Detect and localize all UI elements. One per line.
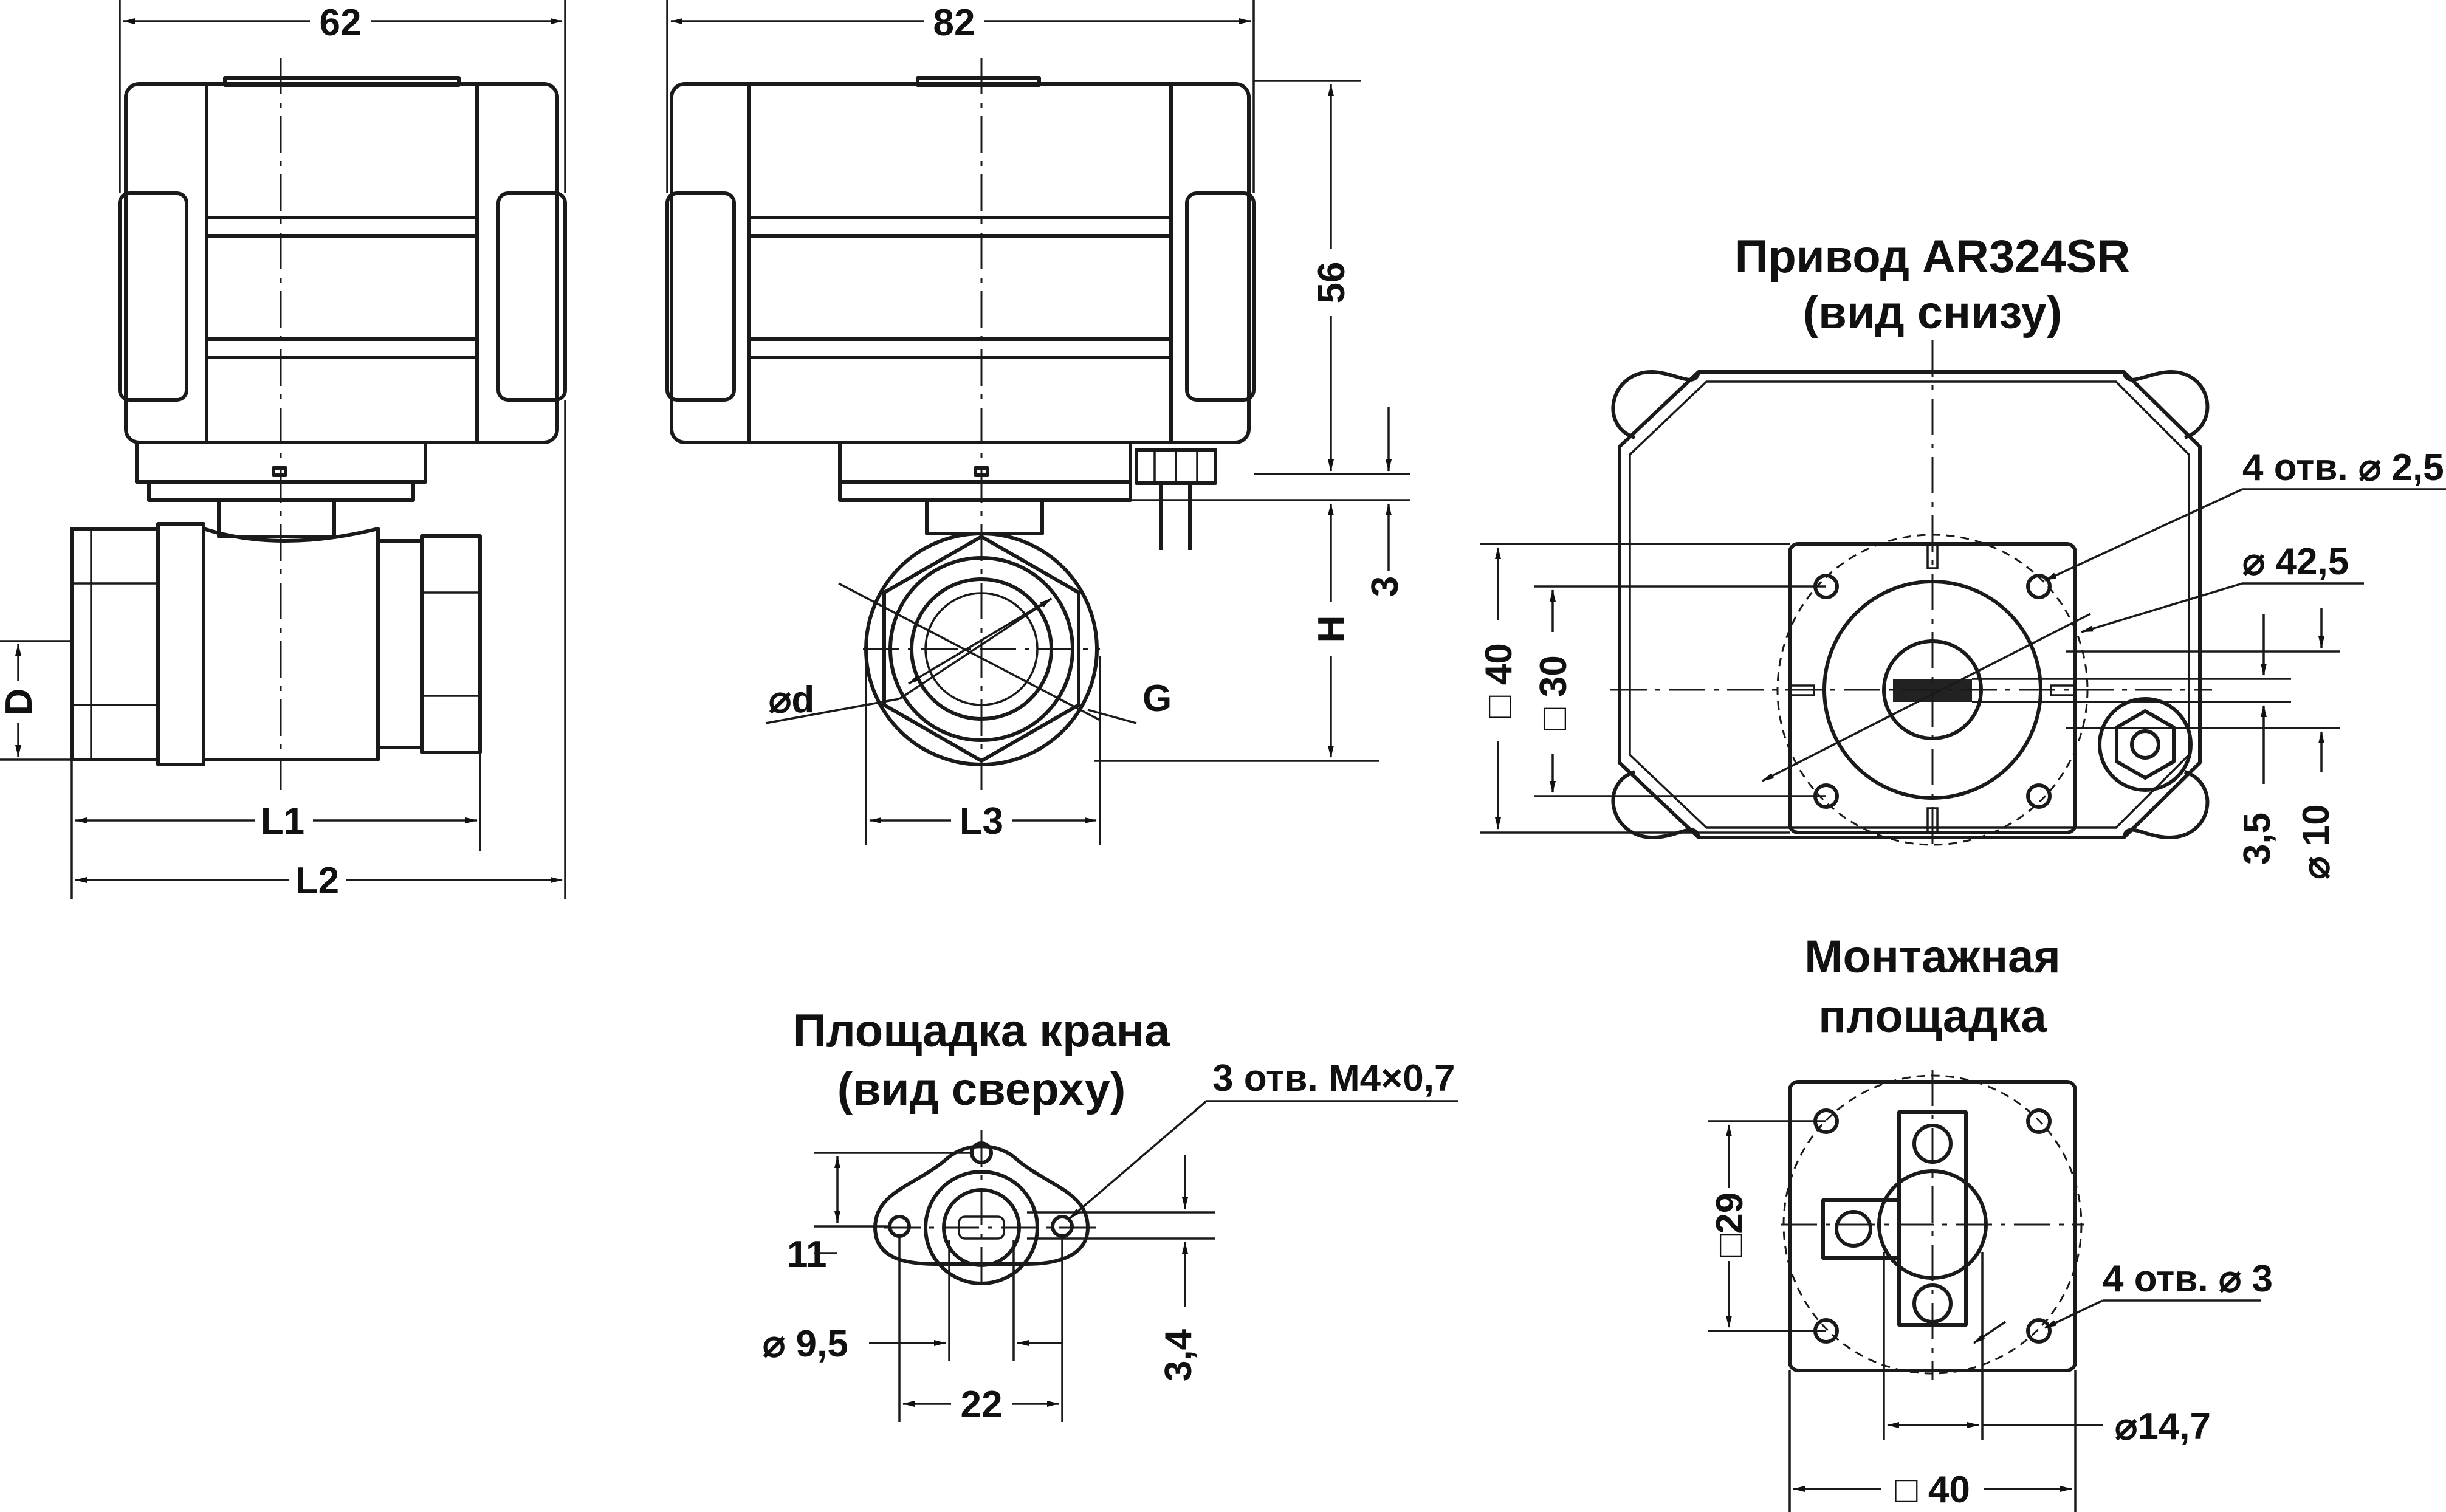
title-mount-pad-2: площадка bbox=[1818, 991, 2047, 1042]
dim-L2: L2 bbox=[295, 860, 339, 902]
side-view: ⌀d G 82 56 3 H L3 bbox=[665, 0, 1410, 845]
dim-3-5: 3,5 bbox=[2236, 813, 2278, 865]
dim-62: 62 bbox=[320, 2, 362, 44]
mounting-pad-view: Монтажная площадка □29 4 отв. ⌀ 3 ⌀14,7 bbox=[1708, 931, 2273, 1512]
dim-L3: L3 bbox=[960, 800, 1003, 842]
dim-D: D bbox=[0, 689, 40, 716]
actuator-bottom-view: Привод AR324SR (вид снизу) bbox=[1478, 231, 2446, 879]
valve-pad-view: Площадка крана (вид сверху) 3 отв. M4×0,… bbox=[763, 1005, 1458, 1426]
title-mount-pad-1: Монтажная bbox=[1804, 931, 2061, 983]
title-actuator-1: Привод AR324SR bbox=[1735, 231, 2130, 283]
dim-H: H bbox=[1311, 616, 1353, 643]
title-valve-pad-1: Площадка крана bbox=[793, 1005, 1170, 1057]
dim-dia-9-5: ⌀ 9,5 bbox=[763, 1323, 848, 1365]
dim-dia-10: ⌀ 10 bbox=[2295, 804, 2337, 879]
dim-sq30: □ 30 bbox=[1533, 655, 1575, 730]
dim-sq40-mount: □ 40 bbox=[1895, 1469, 1970, 1511]
label-holes-2-5: 4 отв. ⌀ 2,5 bbox=[2242, 447, 2444, 489]
dim-sq40: □ 40 bbox=[1478, 643, 1520, 718]
label-holes-m4: 3 отв. M4×0,7 bbox=[1212, 1057, 1455, 1099]
label-d: ⌀d bbox=[769, 679, 814, 721]
dim-56: 56 bbox=[1311, 262, 1353, 304]
title-valve-pad-2: (вид сверху) bbox=[837, 1064, 1126, 1115]
label-dia-42-5: ⌀ 42,5 bbox=[2242, 541, 2349, 583]
label-G: G bbox=[1142, 678, 1172, 720]
dim-L1: L1 bbox=[261, 800, 304, 842]
dim-3: 3 bbox=[1364, 576, 1406, 597]
dim-22: 22 bbox=[961, 1384, 1003, 1426]
dim-dia-14-7: ⌀14,7 bbox=[2115, 1406, 2211, 1448]
title-actuator-2: (вид снизу) bbox=[1803, 287, 2062, 338]
dim-3-4: 3,4 bbox=[1158, 1328, 1200, 1381]
dim-11: 11 bbox=[787, 1234, 827, 1276]
dim-82: 82 bbox=[933, 2, 975, 44]
label-holes-3: 4 отв. ⌀ 3 bbox=[2103, 1258, 2273, 1300]
front-view: 62 D L1 L2 bbox=[0, 0, 567, 902]
dim-sq29: □29 bbox=[1709, 1192, 1751, 1257]
